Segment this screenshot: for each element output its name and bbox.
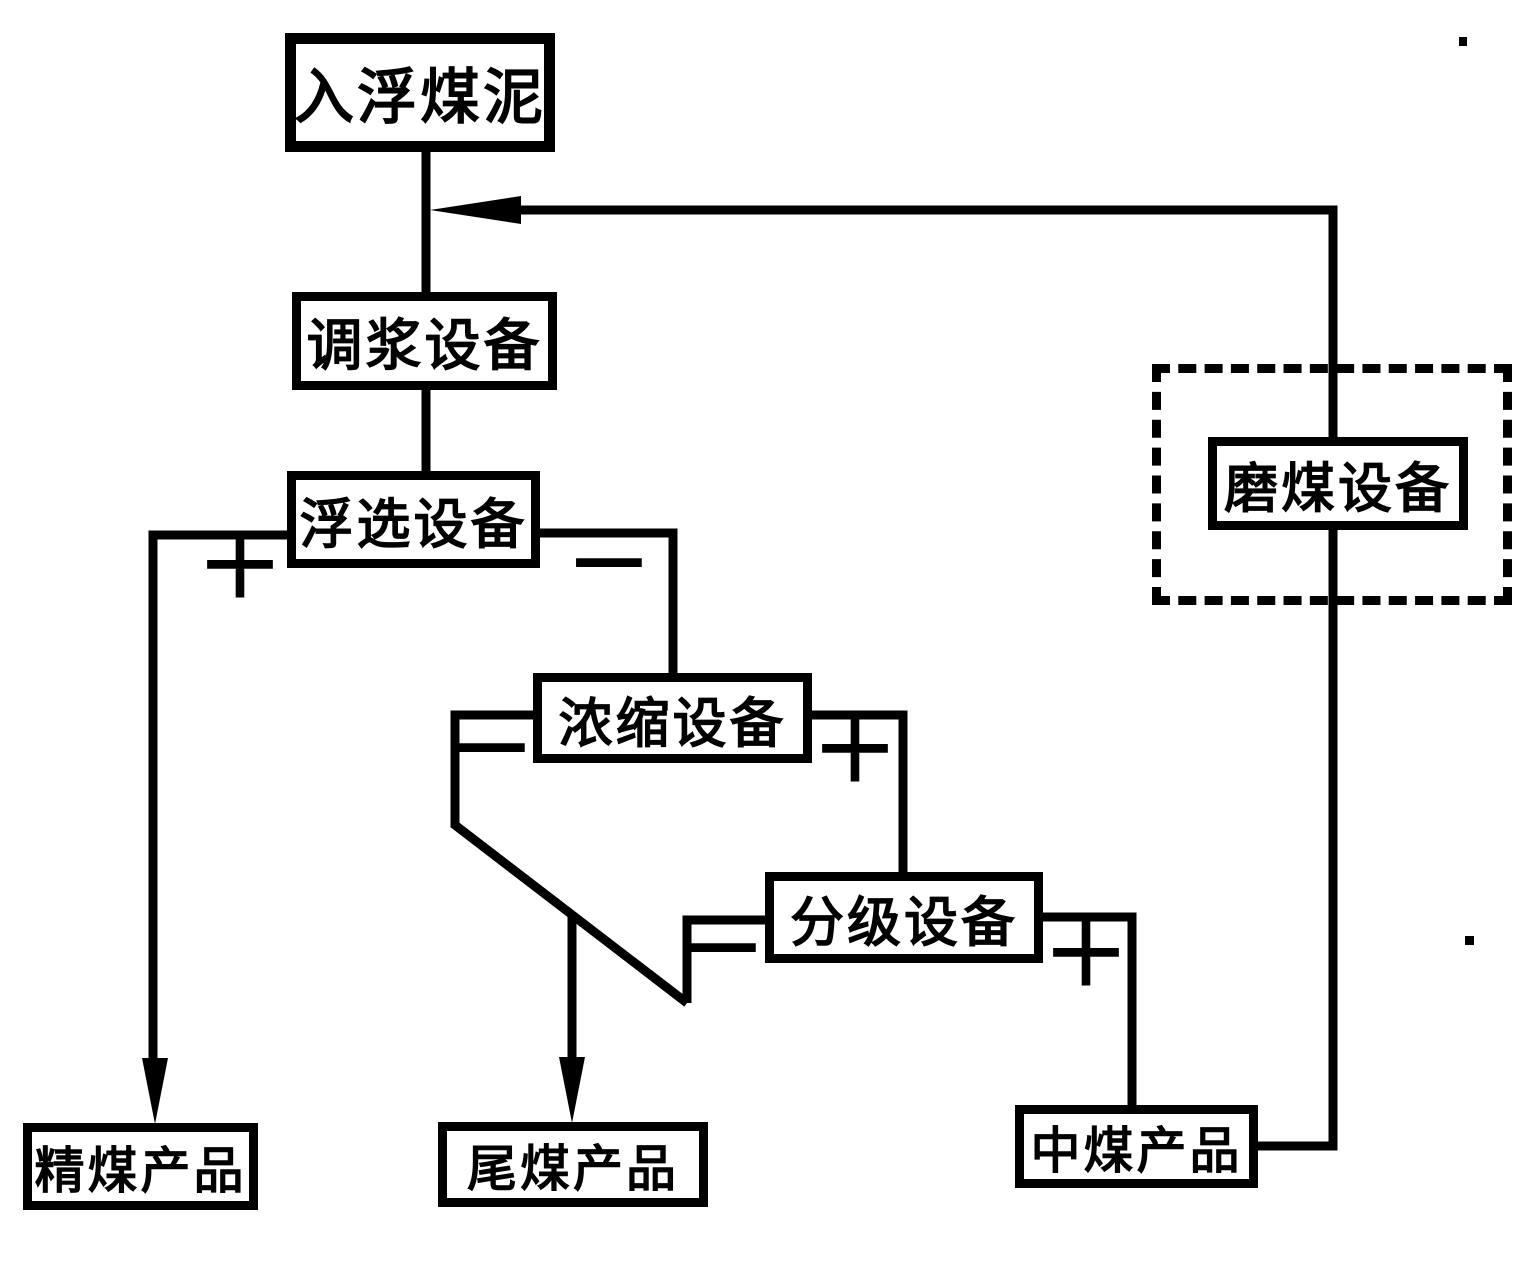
arrow-down-clean-coal-icon bbox=[142, 1058, 168, 1124]
node-middling-coal-product: 中煤产品 bbox=[1015, 1105, 1258, 1188]
thickening-underflow-plus-sign: + bbox=[811, 684, 899, 807]
connector-classification-fine-to-launder bbox=[682, 915, 769, 1003]
classification-fine-minus-sign: − bbox=[679, 883, 767, 1006]
speck-dot-top-right bbox=[1459, 37, 1467, 46]
node-coal-grinding-equipment: 磨煤设备 bbox=[1208, 437, 1468, 530]
connector-thickening-to-classification bbox=[808, 710, 908, 876]
connector-flotation-to-clean-coal bbox=[148, 530, 291, 1062]
grinding-dashed-boundary bbox=[1152, 364, 1512, 605]
connector-flotation-to-thickening bbox=[536, 528, 678, 677]
node-flotation-equipment: 浮选设备 bbox=[287, 471, 540, 568]
node-clean-coal-product: 精煤产品 bbox=[23, 1123, 258, 1210]
classification-coarse-plus-sign: + bbox=[1042, 888, 1130, 1011]
node-thickening-equipment: 浓缩设备 bbox=[533, 673, 812, 763]
flotation-tailings-minus-sign: − bbox=[565, 498, 653, 621]
arrow-left-icon bbox=[430, 196, 521, 224]
node-classification-equipment: 分级设备 bbox=[765, 872, 1043, 963]
speck-dot-mid-right bbox=[1465, 936, 1474, 945]
flotation-concentrate-plus-sign: + bbox=[196, 500, 284, 623]
node-tailings-coal-product: 尾煤产品 bbox=[438, 1122, 708, 1207]
node-slurry-conditioning-equipment: 调浆设备 bbox=[292, 292, 557, 390]
arrow-down-tailings-icon bbox=[559, 1057, 585, 1123]
connector-thickening-overflow-launder bbox=[450, 710, 690, 1007]
connector-classification-to-middling bbox=[1039, 912, 1137, 1109]
thickening-overflow-minus-sign: − bbox=[448, 683, 536, 806]
connector-recycle-loop bbox=[516, 205, 1338, 1151]
node-feed-slurry: 入浮煤泥 bbox=[285, 33, 555, 152]
